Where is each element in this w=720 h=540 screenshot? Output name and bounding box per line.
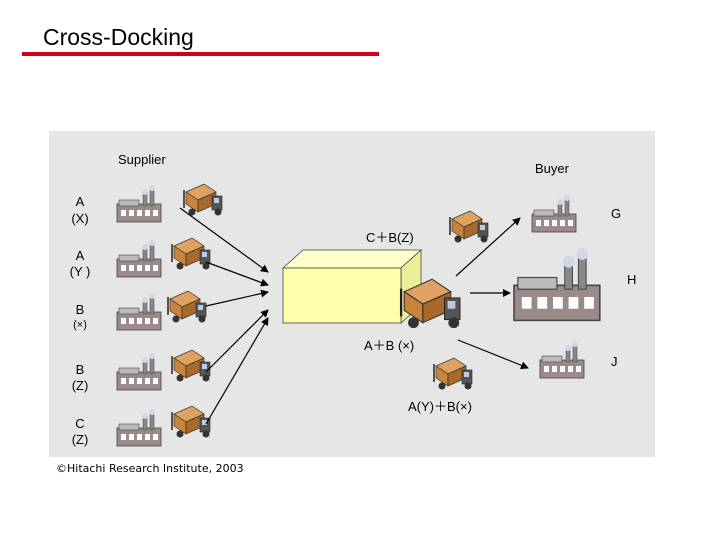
inbound-arrow (205, 289, 269, 307)
page-title: Cross-Docking (43, 24, 194, 50)
buyer-label-j: J (611, 354, 618, 369)
supplier-factory-icon (116, 408, 162, 447)
outbound-combination-label-1: A＋B (×) (364, 338, 415, 353)
supplier-label-5-name: C (75, 416, 85, 431)
supplier-factory-icon (116, 352, 162, 391)
buyer-label-h: H (627, 272, 637, 287)
copyright-notice: ©Hitachi Research Institute, 2003 (56, 462, 244, 475)
buyer-label-g: G (611, 206, 622, 221)
supplier-label-2-code: (Y ) (69, 264, 91, 279)
inbound-arrow (205, 317, 269, 425)
inbound-arrow (205, 261, 269, 287)
supplier-label-4-name: B (75, 362, 85, 377)
supplier-heading: Supplier (118, 152, 166, 167)
supplier-factory-icon (116, 292, 162, 331)
transfer-forklift-icon (433, 357, 473, 391)
buyer-heading: Buyer (535, 161, 569, 176)
transfer-forklift-icon (449, 210, 489, 244)
supplier-label-1-code: (X) (71, 211, 89, 226)
supplier-forklift-icon (171, 349, 211, 383)
outbound-arrow-g (455, 217, 521, 277)
outbound-combination-label-2: A(Y)＋B(×) (408, 399, 472, 414)
supplier-label-1-name: A (75, 194, 85, 209)
title-underline (22, 52, 379, 56)
inbound-arrow (179, 207, 269, 273)
outbound-arrow-j (457, 339, 529, 370)
supplier-forklift-icon (171, 237, 211, 271)
supplier-forklift-icon (183, 183, 223, 217)
buyer-factory-icon (539, 340, 585, 379)
supplier-label-3-name: B (75, 302, 85, 317)
supplier-label-4-code: (Z) (71, 378, 89, 393)
supplier-forklift-icon (167, 290, 207, 324)
supplier-factory-icon (116, 239, 162, 278)
supplier-forklift-icon (171, 405, 211, 439)
supplier-label-2-name: A (75, 248, 85, 263)
inbound-combination-label: C＋B(Z) (366, 230, 414, 245)
buyer-factory-icon (531, 194, 577, 233)
supplier-label-3-code: (×) (73, 319, 87, 331)
supplier-label-5-code: (Z) (71, 432, 89, 447)
supplier-factory-icon (116, 184, 162, 223)
buyer-factory-icon-large (513, 247, 601, 322)
inbound-arrow (205, 309, 269, 373)
